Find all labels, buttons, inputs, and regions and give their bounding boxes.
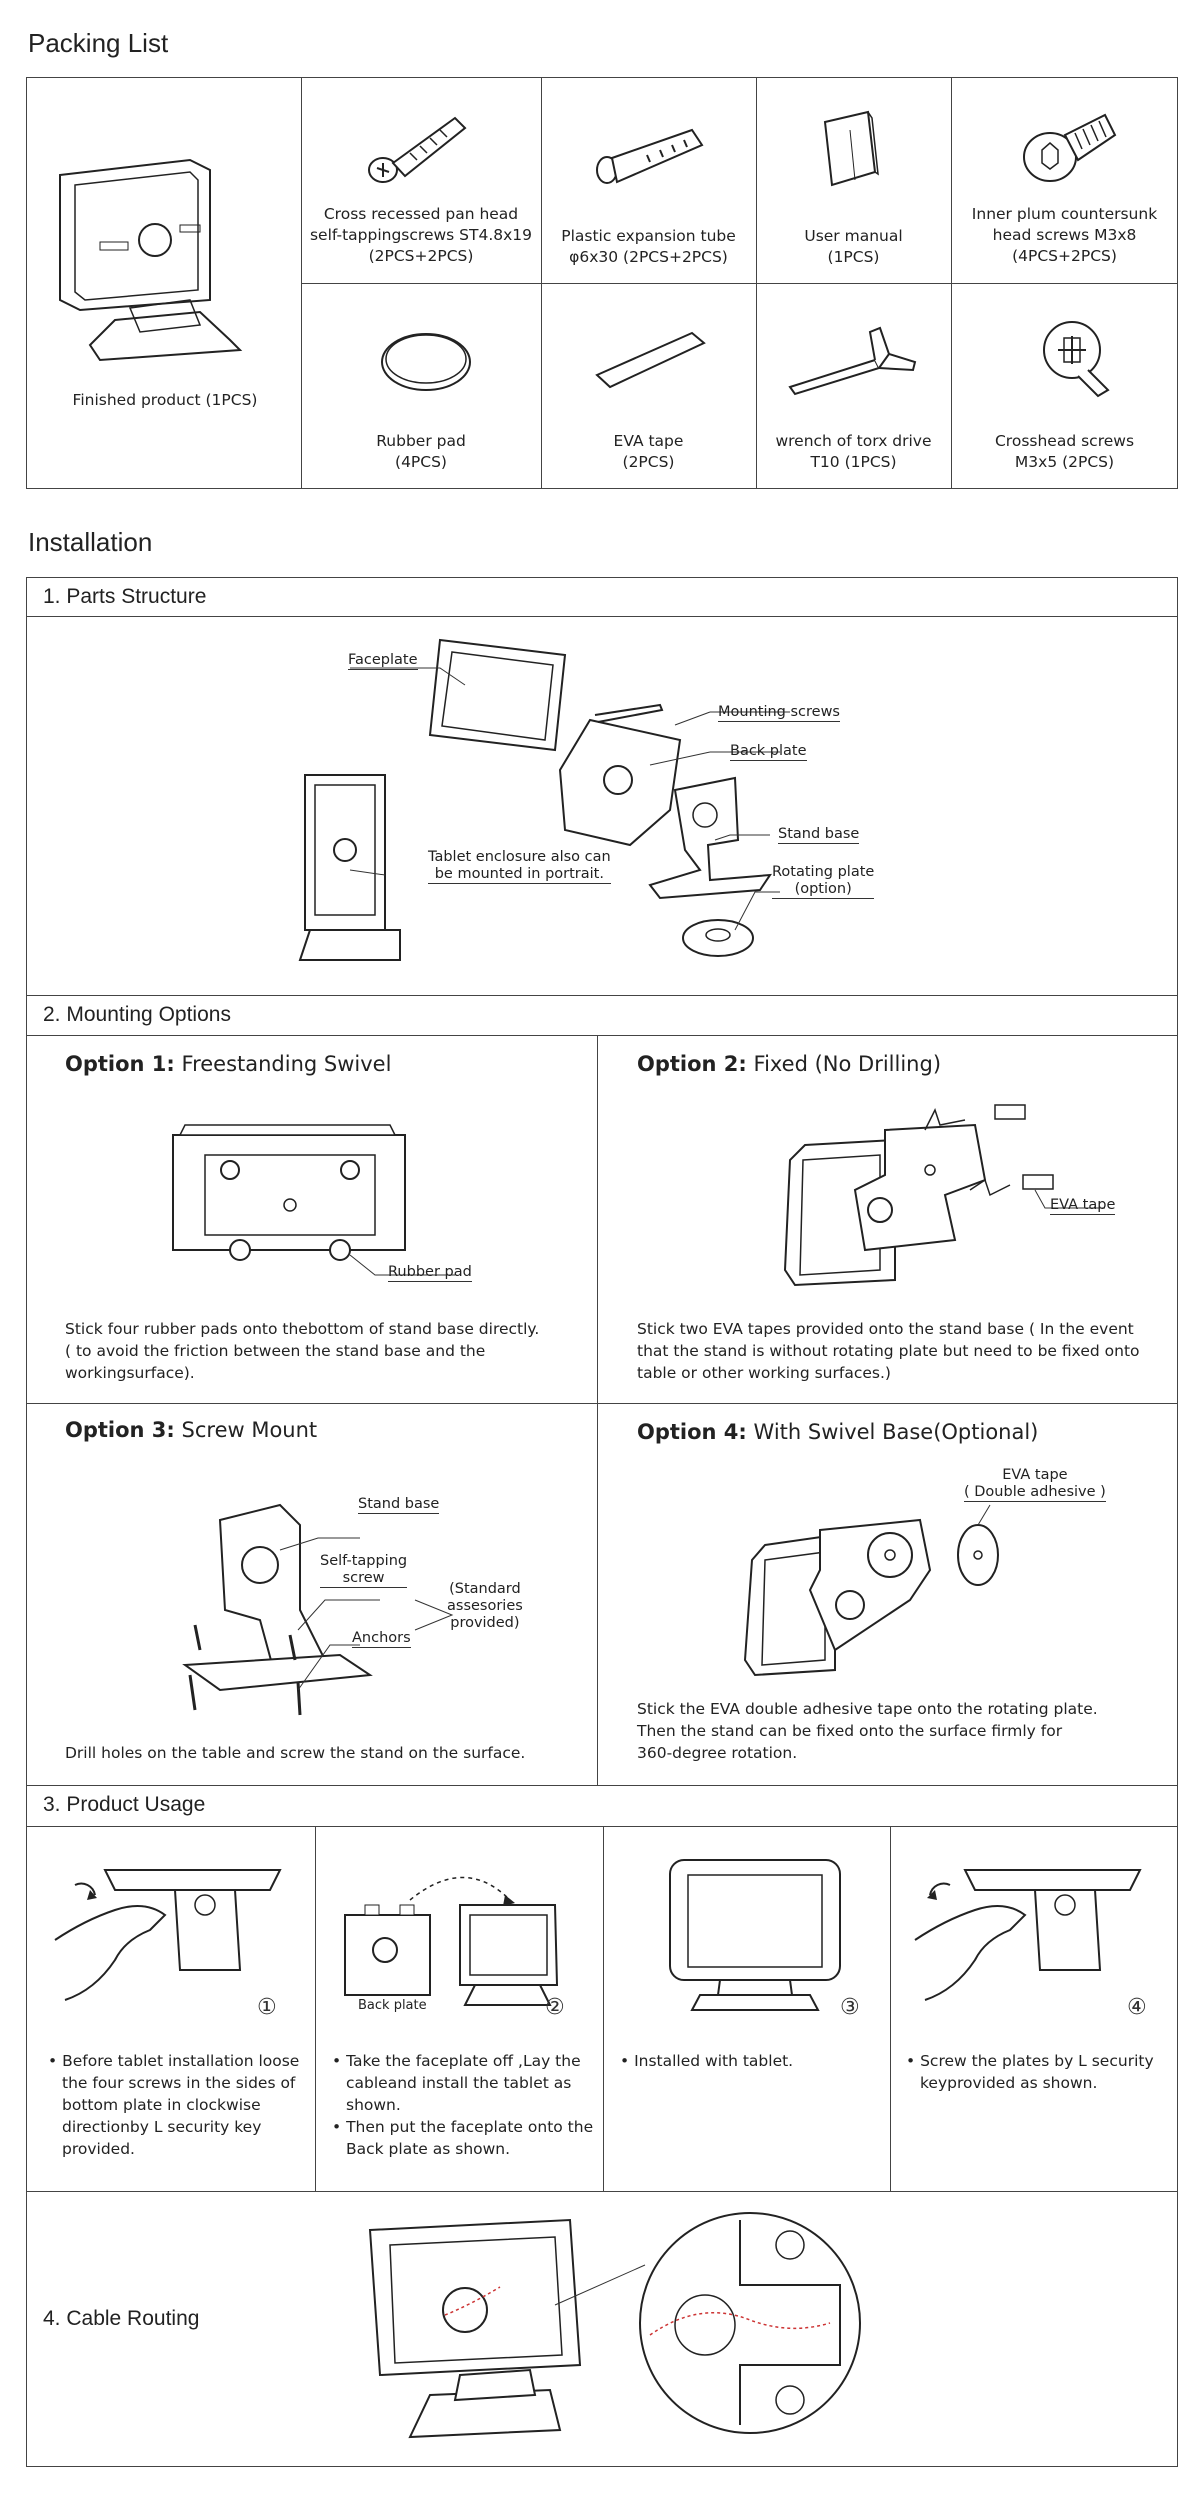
option-2-label-eva-tape: EVA tape: [1050, 1197, 1116, 1215]
option-2-title: Option 2: Fixed (No Drilling): [637, 1052, 942, 1076]
label-mounting-screws: Mounting screws: [718, 704, 840, 722]
expansion-tube-icon: [592, 110, 712, 190]
option-1-title: Option 1: Freestanding Swivel: [65, 1052, 392, 1076]
label-portrait-note: Tablet enclosure also can be mounted in …: [428, 849, 611, 884]
cable-routing-heading: 4. Cable Routing: [43, 2307, 200, 2330]
item-caption-eva-tape: EVA tape (2PCS): [613, 432, 684, 471]
usage-step-3-bullet: • Installed with tablet.: [620, 2052, 794, 2070]
usage-step-4-number: ④: [1127, 1995, 1147, 2020]
item-caption-pan-head-screw: Cross recessed pan head self-tappingscre…: [309, 205, 533, 265]
option-4-title: Option 4: With Swivel Base(Optional): [637, 1420, 1039, 1444]
usage-step-1-image: [45, 1860, 295, 2020]
cable-routing-diagram: [350, 2205, 1070, 2460]
usage-step-4-bullet: • Screw the plates by L security keyprov…: [906, 2052, 1154, 2092]
parts-structure-heading: 1. Parts Structure: [43, 585, 207, 608]
usage-step-2-bullet: • Then put the faceplate onto the Back p…: [332, 2118, 594, 2158]
eva-tape-icon: [592, 325, 712, 395]
item-caption-user-manual: User manual (1PCS): [804, 227, 903, 266]
usage-step-3-number: ③: [840, 1995, 860, 2020]
mounting-options-heading: 2. Mounting Options: [43, 1003, 231, 1026]
option-1-diagram: [165, 1125, 425, 1285]
finished-product-image: [50, 150, 280, 370]
item-caption-countersunk-screw: Inner plum countersunk head screws M3x8 …: [971, 205, 1158, 265]
option-3-label-self-tapping-screw: Self-tapping screw: [320, 1553, 408, 1588]
option-2-diagram: [775, 1100, 1135, 1300]
usage-step-1-text: • Before tablet installation loose the f…: [48, 2050, 303, 2160]
label-rotating-plate: Rotating plate (option): [772, 864, 875, 899]
option-4-label-eva-tape: EVA tape ( Double adhesive ): [964, 1467, 1106, 1502]
option-1-label-rubber-pad: Rubber pad: [388, 1264, 472, 1282]
usage-step-2-text: • Take the faceplate off ,Lay the cablea…: [332, 2050, 594, 2160]
packing-list-title: Packing List: [28, 28, 169, 58]
option-3-title: Option 3: Screw Mount: [65, 1418, 318, 1442]
option-1-description: Stick four rubber pads onto thebottom of…: [65, 1320, 540, 1382]
usage-step-4-image: [905, 1860, 1155, 2020]
usage-step-3-text: • Installed with tablet.: [620, 2050, 882, 2072]
usage-step-2-bullet: • Take the faceplate off ,Lay the cablea…: [332, 2052, 581, 2114]
option-3-label-anchors: Anchors: [352, 1630, 411, 1648]
option-3-label-stand-base: Stand base: [358, 1496, 440, 1514]
torx-wrench-icon: [785, 322, 925, 397]
usage-step-3-image: [660, 1855, 850, 2020]
option-3-description: Drill holes on the table and screw the s…: [65, 1744, 526, 1762]
usage-step-1-bullet: • Before tablet installation loose the f…: [48, 2052, 300, 2158]
usage-step-2-number: ②: [545, 1995, 565, 2020]
installation-table: [26, 577, 1178, 2467]
label-back-plate: Back plate: [730, 743, 807, 761]
usage-step-2-image: [335, 1870, 585, 2020]
item-caption-crosshead-screw: Crosshead screws M3x5 (2PCS): [994, 432, 1135, 471]
installation-title: Installation: [28, 527, 153, 557]
item-caption-torx-wrench: wrench of torx drive T10 (1PCS): [775, 432, 932, 471]
usage-step-4-text: • Screw the plates by L security keyprov…: [906, 2050, 1168, 2094]
countersunk-screw-icon: [1020, 105, 1120, 190]
parts-structure-diagram: [290, 630, 910, 970]
crosshead-screw-icon: [1040, 318, 1120, 398]
product-usage-heading: 3. Product Usage: [43, 1793, 206, 1816]
option-4-description: Stick the EVA double adhesive tape onto …: [637, 1700, 1098, 1762]
item-caption-expansion-tube: Plastic expansion tube φ6x30 (2PCS+2PCS): [561, 227, 736, 266]
item-caption-rubber-pad: Rubber pad (4PCS): [376, 432, 466, 471]
pan-head-screw-icon: [365, 108, 475, 188]
option-4-diagram: [740, 1510, 1080, 1680]
finished-product-caption: Finished product (1PCS): [72, 391, 258, 409]
usage-step-1-number: ①: [257, 1995, 277, 2020]
label-faceplate: Faceplate: [348, 652, 418, 670]
option-3-label-standard: (Standard assesories provided): [447, 1581, 523, 1631]
label-stand-base: Stand base: [778, 826, 860, 844]
user-manual-icon: [820, 110, 890, 190]
rubber-pad-icon: [378, 326, 478, 396]
option-3-diagram: [180, 1500, 490, 1730]
usage-step-2-label-back-plate: Back plate: [358, 1998, 427, 2013]
option-2-description: Stick two EVA tapes provided onto the st…: [637, 1320, 1140, 1382]
